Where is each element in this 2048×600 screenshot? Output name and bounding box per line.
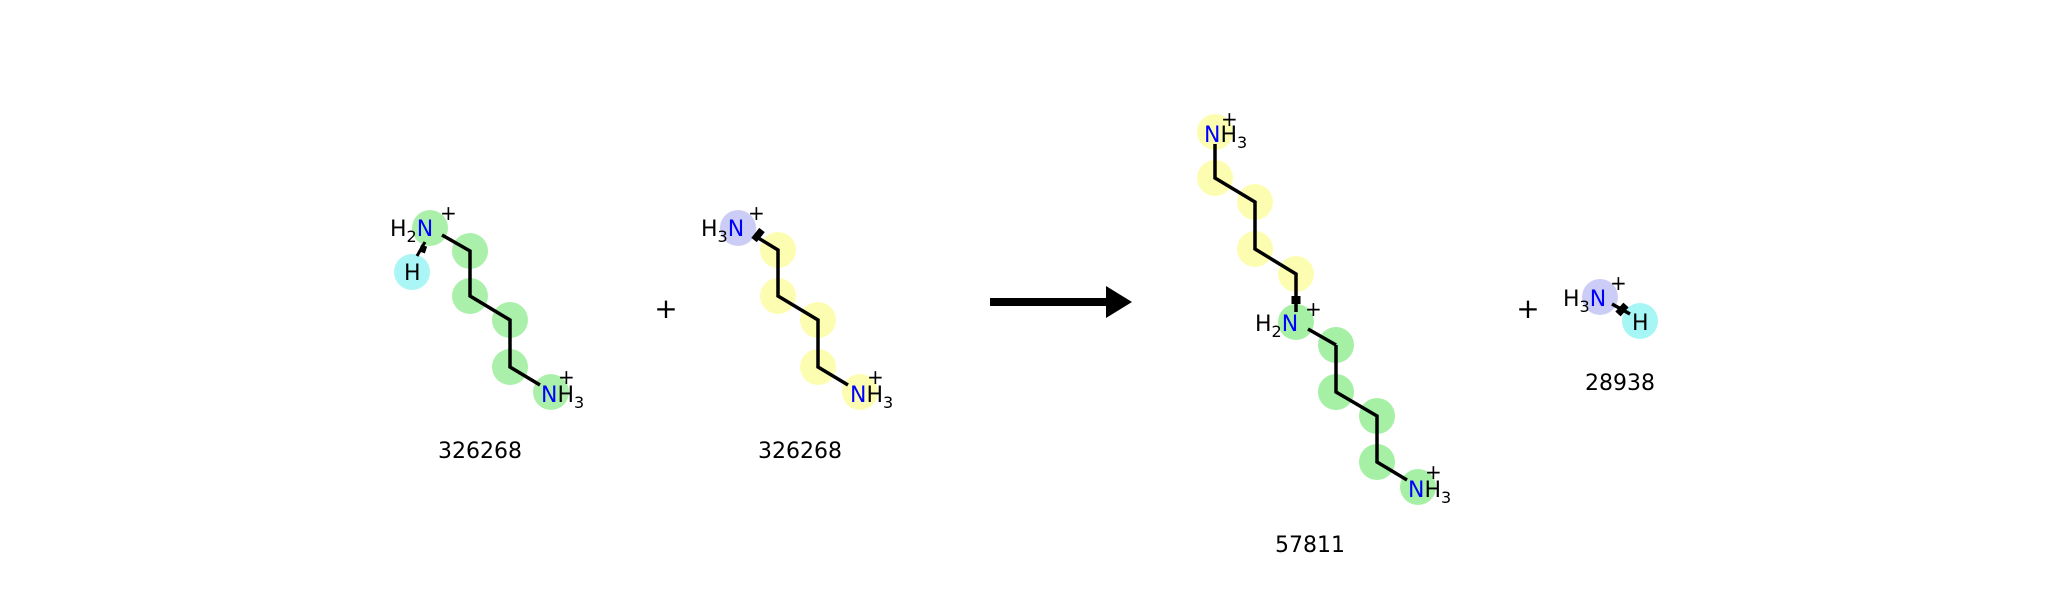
molecule-2-labels: H3N + NH3 +	[701, 201, 893, 412]
atom-label-nh3: NH3	[1408, 478, 1451, 507]
charge-plus: +	[867, 365, 884, 389]
molecule-4: H3N + H 28938	[1563, 271, 1658, 396]
plus-operator: +	[1516, 292, 1539, 325]
atom-label-h2n: H2N	[1255, 312, 1298, 341]
reaction-arrow	[990, 286, 1132, 318]
molecule-4-bonds	[1611, 302, 1631, 317]
molecule-1-labels: H2N + H NH3 +	[390, 201, 584, 412]
charge-plus: +	[558, 365, 575, 389]
highlight-atom	[1582, 279, 1618, 315]
molecule-1-bonds	[415, 233, 541, 387]
charge-plus: +	[1305, 297, 1322, 321]
molecule-4-caption: 28938	[1585, 371, 1655, 396]
molecule-2-bonds	[751, 227, 849, 387]
highlight-atom	[412, 210, 448, 246]
highlight-atom	[394, 254, 430, 290]
highlight-atom	[1400, 469, 1436, 505]
charge-plus: +	[1425, 460, 1442, 484]
molecule-4-labels: H3N + H	[1563, 271, 1649, 336]
highlight-atom	[1622, 303, 1658, 339]
atom-label-h2n: H2N	[390, 217, 433, 246]
charge-plus: +	[1610, 271, 1627, 295]
highlight-atom	[720, 210, 756, 246]
highlight-atom	[533, 374, 569, 410]
plus-operator: +	[654, 292, 677, 325]
molecule-2-caption: 326268	[758, 439, 842, 464]
molecule-2: H3N + NH3 + 326268	[701, 201, 893, 464]
charge-plus: +	[748, 201, 765, 225]
atom-label-h: H	[1632, 311, 1649, 336]
molecule-1: H2N + H NH3 + 326268	[390, 201, 584, 464]
molecule-3-caption: 57811	[1275, 533, 1345, 558]
charge-plus: +	[1221, 107, 1238, 131]
atom-label-h3n: H3N	[1563, 287, 1606, 316]
highlight-atom	[1278, 304, 1314, 340]
molecule-3-bonds	[1213, 144, 1408, 482]
atom-label-h3n: H3N	[701, 217, 744, 246]
molecule-1-caption: 326268	[438, 439, 522, 464]
molecule-4-highlights	[1582, 279, 1658, 339]
atom-label-h: H	[404, 261, 421, 286]
molecule-3: NH3 + H2N + NH3 + 57811	[1197, 107, 1451, 558]
atom-label-nh3: NH3	[1204, 123, 1247, 152]
atom-label-nh3: NH3	[541, 383, 584, 412]
charge-plus: +	[440, 201, 457, 225]
highlight-atom	[1197, 114, 1233, 150]
molecule-3-labels: NH3 + H2N + NH3 +	[1204, 107, 1451, 507]
atom-label-nh3: NH3	[850, 383, 893, 412]
highlight-atom	[842, 374, 878, 410]
